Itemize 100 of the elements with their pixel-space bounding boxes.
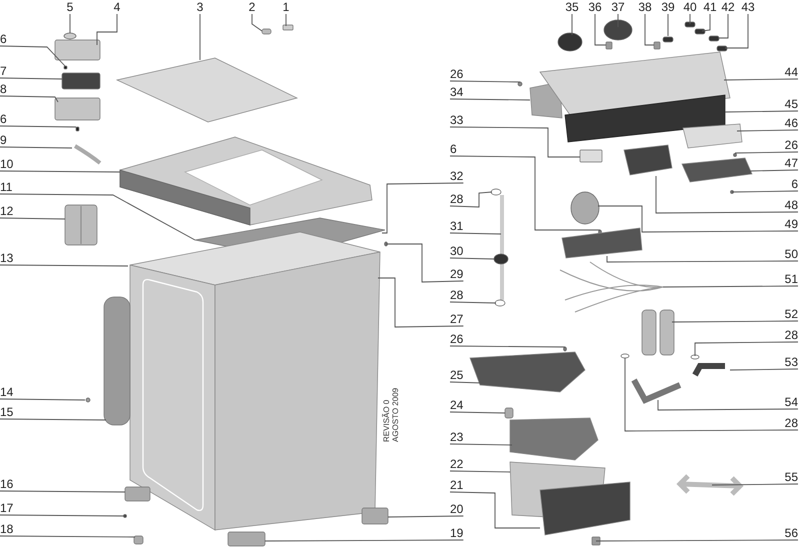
leader-line (596, 540, 798, 542)
callout-number: 37 (611, 0, 625, 14)
callout-number: 49 (784, 217, 798, 231)
leader-line (0, 96, 58, 102)
leader-line (450, 126, 580, 158)
leader-line (96, 14, 118, 46)
leader-line (0, 264, 128, 266)
callout-number: 18 (0, 522, 14, 536)
callout-number: 10 (0, 157, 14, 171)
leader-line (736, 130, 798, 132)
leader-line (658, 400, 798, 410)
callout-number: 20 (450, 502, 464, 516)
leader-line (732, 190, 798, 192)
callout-number: 28 (450, 192, 464, 206)
callout-number: 5 (66, 0, 74, 14)
callout-number: 35 (565, 0, 579, 14)
leader-line (0, 146, 72, 148)
leader-line (450, 444, 512, 446)
callout-number: 14 (0, 385, 14, 399)
callout-number: 11 (0, 180, 12, 194)
callout-number: 2 (248, 0, 256, 14)
callout-number: 55 (784, 470, 798, 484)
leader-line (0, 490, 126, 492)
callout-number: 34 (450, 85, 464, 99)
leader-line (450, 412, 506, 414)
callout-number: 6 (0, 32, 7, 46)
callout-number: 24 (450, 398, 464, 412)
leader-line (694, 342, 798, 356)
leader-line (0, 46, 66, 66)
callout-number: 26 (450, 332, 464, 346)
leader-line (264, 540, 464, 542)
leader-line (0, 514, 126, 516)
revision-note: AGOSTO 2009 (391, 388, 400, 442)
leader-line (0, 78, 62, 80)
leader-line (606, 256, 798, 262)
callout-number: 26 (450, 67, 464, 81)
leader-line (0, 218, 66, 220)
leader-line (252, 14, 262, 32)
leader-line (450, 346, 566, 348)
callout-number: 48 (784, 198, 798, 212)
leader-line (388, 516, 464, 518)
callout-number: 45 (784, 97, 798, 111)
callout-number: 42 (721, 0, 735, 14)
callout-number: 40 (683, 0, 697, 14)
callout-number: 7 (0, 64, 7, 78)
leader-line (672, 320, 798, 322)
callout-number: 28 (784, 416, 798, 430)
callout-number: 56 (784, 526, 798, 540)
leader-line (382, 182, 464, 234)
leader-line (450, 470, 510, 472)
callout-number: 33 (450, 113, 464, 127)
revision-note: REVISÃO 0 (382, 400, 391, 442)
leader-line (450, 258, 494, 260)
callout-number: 46 (784, 116, 798, 130)
callout-number: 32 (450, 169, 464, 183)
callout-number: 9 (0, 133, 7, 147)
callout-number: 30 (450, 244, 464, 258)
leader-line (724, 110, 798, 112)
leader-line (450, 98, 530, 100)
callout-number: 6 (450, 142, 457, 156)
callout-number: 26 (784, 138, 798, 152)
callout-number: 41 (703, 0, 717, 14)
callout-number: 50 (784, 247, 798, 261)
leader-line (750, 170, 798, 172)
callout-number: 39 (661, 0, 675, 14)
callout-number: 31 (450, 219, 464, 233)
leader-line (450, 492, 540, 528)
callout-number: 51 (784, 272, 798, 286)
leader-line (450, 80, 520, 82)
callout-number: 15 (0, 405, 14, 419)
callout-number: 13 (0, 251, 14, 265)
callout-number: 17 (0, 501, 14, 515)
leader-line (0, 194, 196, 240)
leader-line (386, 244, 464, 282)
callout-number: 36 (588, 0, 602, 14)
callout-number: 53 (784, 355, 798, 369)
leader-line (734, 152, 798, 154)
leader-line (718, 14, 728, 38)
leader-line (0, 126, 76, 128)
leader-line (0, 170, 120, 172)
leader-line (662, 286, 798, 288)
callout-number: 52 (784, 307, 798, 321)
leader-line (0, 536, 136, 538)
callout-number: 29 (450, 267, 464, 281)
leader-line (598, 206, 798, 232)
leader-line (624, 358, 798, 432)
leader-line (450, 192, 492, 208)
leader-line (594, 14, 606, 46)
callout-number: 28 (450, 288, 464, 302)
leader-line (712, 484, 798, 486)
leader-line (0, 398, 86, 400)
leader-line (656, 176, 798, 214)
callout-number: 21 (450, 478, 464, 492)
callout-number: 22 (450, 457, 464, 471)
callout-number: 47 (784, 156, 798, 170)
leader-line (724, 14, 748, 48)
leader-line (450, 232, 502, 234)
callout-number: 38 (638, 0, 652, 14)
leader-line (0, 418, 106, 420)
leader-line (450, 302, 496, 304)
